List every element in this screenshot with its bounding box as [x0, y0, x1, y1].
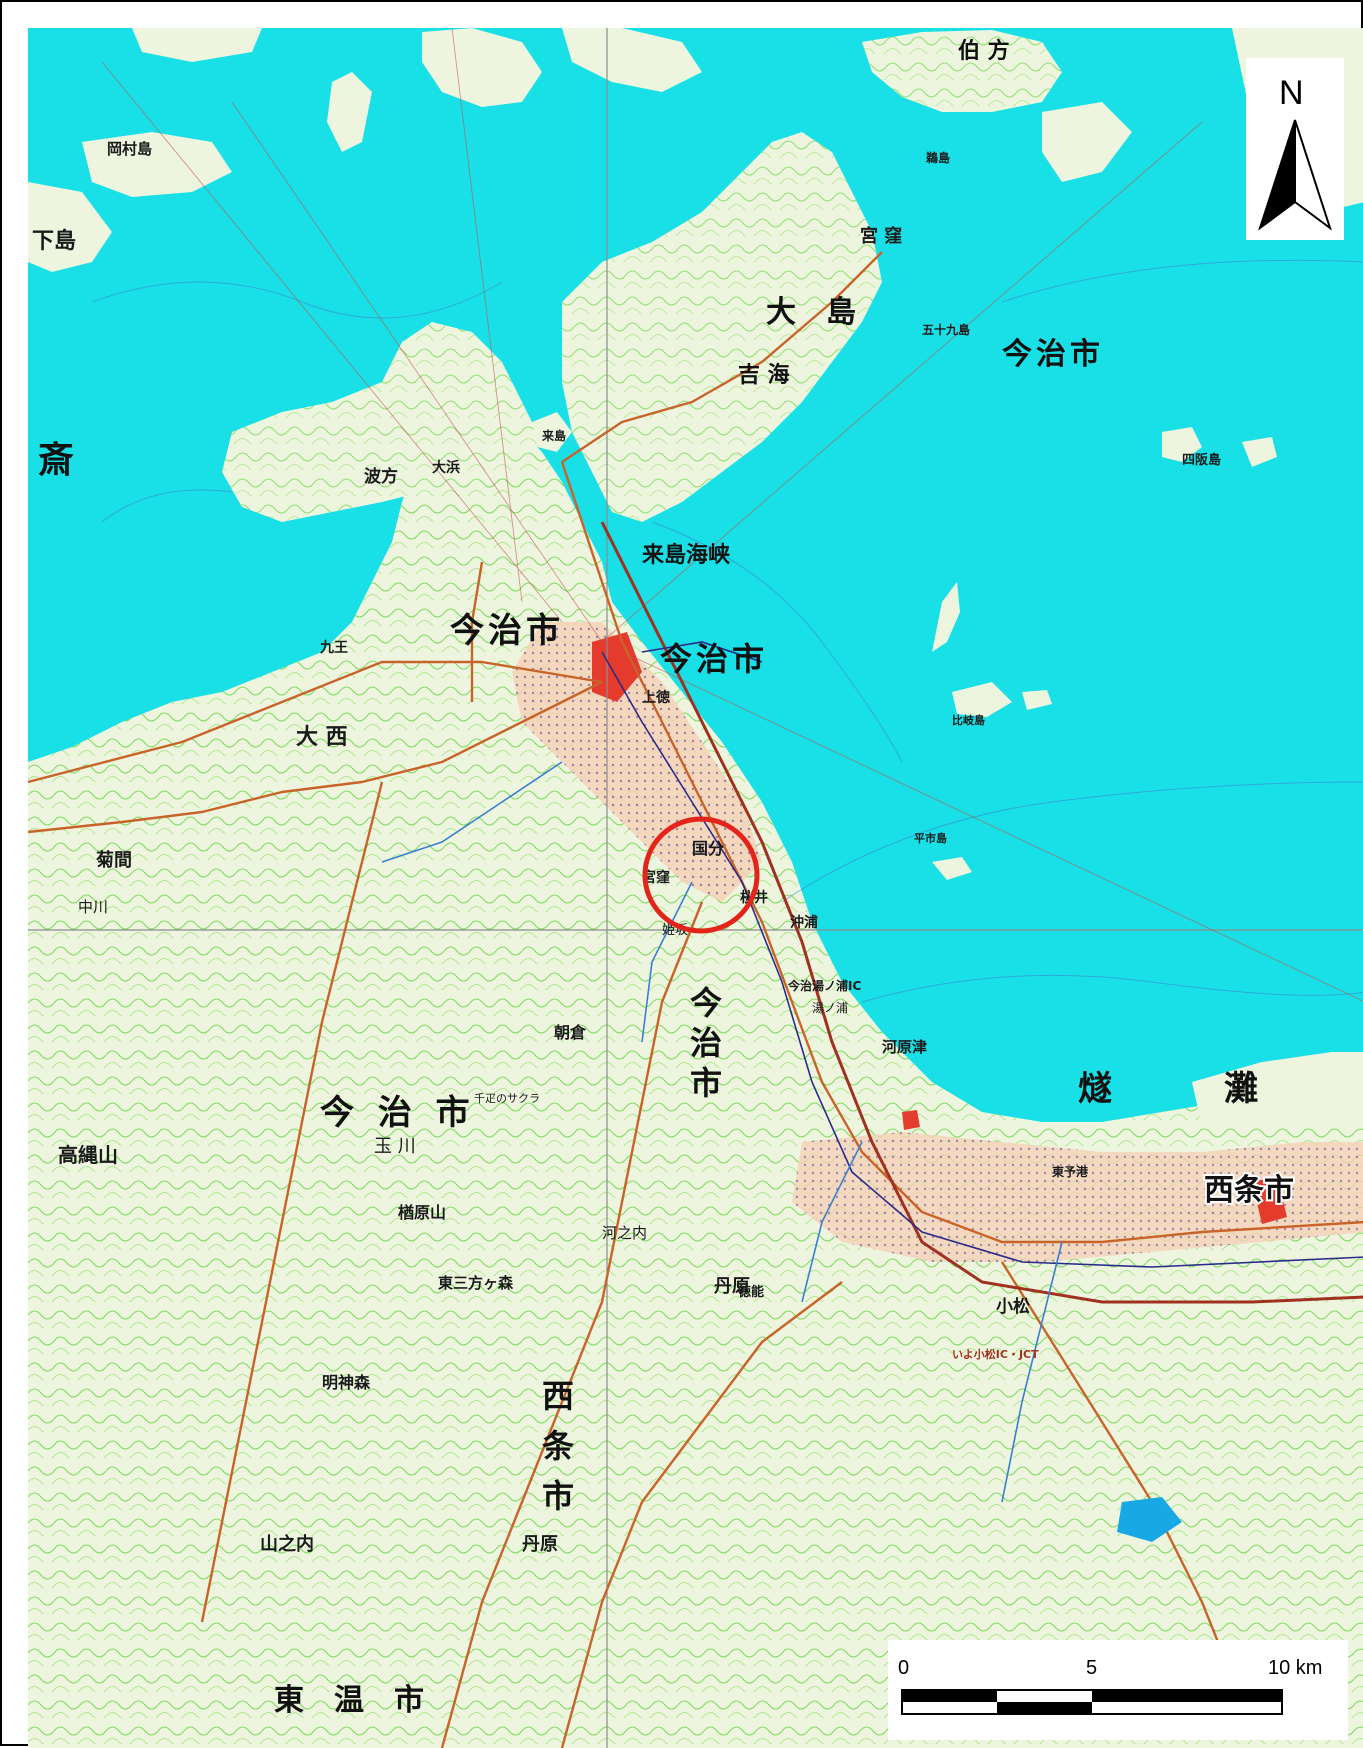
east-island-b — [1042, 102, 1132, 182]
toyo-core — [902, 1110, 920, 1130]
roads — [28, 251, 1363, 1748]
label-imabari-south-2: 治 — [690, 1024, 722, 1062]
imabari-urban — [512, 622, 762, 902]
scale-tick-0: 0 — [898, 1657, 909, 1679]
hiki-islands — [952, 682, 1052, 717]
label-jotoku: 上徳 — [642, 689, 670, 706]
label-takanawa: 高縄山 — [58, 1143, 118, 1167]
label-yunoura-ic: 今治湯ノ浦IC — [787, 978, 861, 993]
label-kurushima: 来島 — [541, 428, 566, 443]
label-asakura: 朝倉 — [554, 1023, 587, 1042]
north-arrow-icon — [1258, 119, 1332, 231]
label-tamagawa: 玉 川 — [374, 1136, 416, 1157]
label-imabari-west: 今 治 市 — [320, 1093, 476, 1133]
small-island-a — [327, 72, 372, 152]
label-higashi-mikata: 東三方ヶ森 — [438, 1274, 514, 1292]
north-island-b — [562, 28, 702, 92]
label-saijo-vert-1: 西 — [542, 1377, 574, 1415]
label-shimojima: 下島 — [32, 228, 76, 254]
label-kawaharatsu: 河原津 — [882, 1038, 927, 1056]
label-hiuchi-nada-1: 燧 — [1078, 1069, 1112, 1109]
label-oshima: 大 島 — [766, 295, 856, 330]
label-toyo-port: 東予港 — [1052, 1164, 1089, 1179]
shipping-lines — [101, 28, 1363, 1002]
label-toon-city: 東 温 市 — [274, 1683, 424, 1718]
label-kokubu: 国分 — [692, 839, 724, 858]
scale-bar: 0 5 10 km — [888, 1640, 1348, 1740]
hiraichi-island — [932, 857, 972, 880]
north-island-a — [422, 28, 542, 107]
label-ushima: 鵜島 — [925, 150, 950, 165]
label-namikata: 波方 — [364, 466, 398, 487]
label-kuo: 九王 — [319, 640, 348, 656]
label-saijo-vert-3: 市 — [542, 1477, 574, 1515]
label-shisaka: 四阪島 — [1182, 452, 1221, 468]
label-kawanouchi: 河之内 — [602, 1224, 647, 1242]
label-myojin: 明神森 — [322, 1373, 371, 1392]
label-kikuma: 菊間 — [96, 849, 132, 871]
label-miyakubo: 宮 窪 — [860, 225, 902, 247]
north-arrow: N — [1246, 58, 1344, 240]
saijo-core — [1252, 1177, 1287, 1224]
scale-tick-10: 10 km — [1268, 1657, 1322, 1679]
place-labels: 今治市 今治市 今治市 今 治 市 今 治 市 西条市 西 条 市 東 温 市 … — [32, 38, 1296, 1718]
reservoir — [1117, 1497, 1182, 1542]
label-yamanouchi: 山之内 — [260, 1533, 314, 1555]
label-ohama: 大浜 — [432, 459, 460, 476]
imabari-core — [592, 632, 642, 702]
label-imabari-sea: 今治市 — [1002, 337, 1104, 372]
label-tanbara-2: 丹原 — [522, 1534, 558, 1555]
label-yunoura: 湯ノ浦 — [812, 1001, 848, 1015]
label-okiura: 沖浦 — [790, 914, 818, 931]
label-saijo-vert-2: 条 — [542, 1427, 574, 1465]
label-hiraichi: 平市島 — [914, 831, 947, 845]
west-island — [28, 182, 112, 272]
label-imabari-port: 今治市 — [660, 640, 768, 678]
north-island-c — [132, 28, 262, 62]
label-nakagawa: 中川 — [78, 898, 108, 916]
saijo-port-land — [1192, 1052, 1363, 1127]
location-marker-circle[interactable] — [642, 816, 760, 934]
kurushima-islets — [532, 412, 572, 452]
label-hiki: 比岐島 — [952, 713, 985, 727]
okamura-island — [82, 132, 232, 197]
rivers — [381, 761, 1063, 1503]
label-tokuno: 徳能 — [737, 1284, 764, 1300]
label-tanbara: 丹原 — [714, 1276, 750, 1297]
label-sakura: 千疋のサクラ — [474, 1092, 540, 1105]
expressway — [600, 521, 1363, 1304]
label-imabari-south-1: 今 — [690, 984, 722, 1022]
sea-contours — [91, 259, 1363, 1003]
label-imabari-city-center: 今治市 — [450, 611, 564, 651]
label-kurushima-strait: 来島海峡 — [641, 542, 731, 568]
label-iyokomatsu-ic: いよ小松IC・JCT — [952, 1347, 1039, 1361]
sandbar — [932, 582, 960, 652]
label-hiuchi-nada-2: 灘 — [1224, 1069, 1258, 1109]
label-yoshiumi: 吉 海 — [738, 362, 790, 388]
label-hakata: 伯 方 — [958, 38, 1010, 64]
label-onishi: 大 西 — [296, 725, 348, 750]
saijo-urban — [792, 1132, 1363, 1262]
shisaka-islands — [1162, 427, 1277, 467]
label-miyakubo-2: 宮窪 — [642, 869, 670, 886]
north-label: N — [1279, 74, 1304, 112]
label-narahara: 楢原山 — [398, 1203, 446, 1222]
label-imabari-south-3: 市 — [690, 1064, 722, 1102]
label-kujuku: 五十九島 — [922, 322, 970, 337]
label-west-edge: 斎 — [38, 439, 74, 481]
scale-tick-5: 5 — [1086, 1657, 1097, 1679]
railway — [601, 641, 1363, 1268]
label-saijo-city: 西条市 — [1204, 1173, 1294, 1208]
label-komatsu: 小松 — [996, 1296, 1030, 1317]
label-okamura: 岡村島 — [107, 140, 152, 158]
